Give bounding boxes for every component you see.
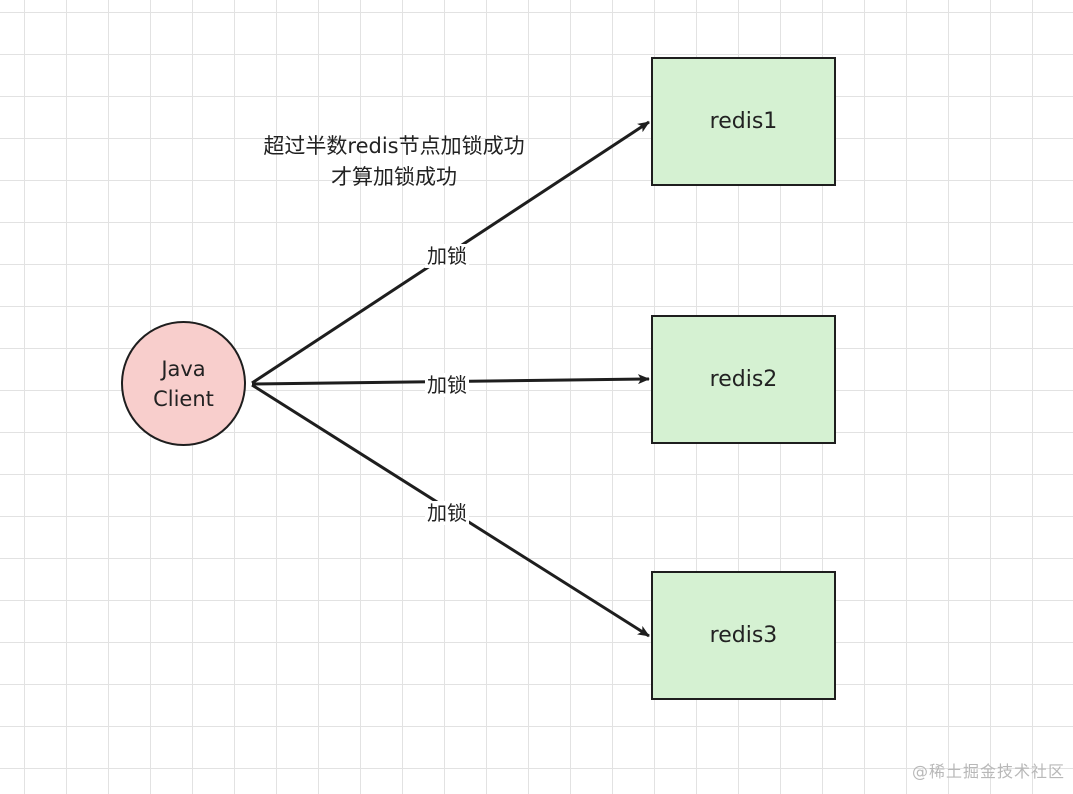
edge-label-redis2: 加锁 <box>425 373 469 397</box>
redis2-node[interactable]: redis2 <box>651 315 836 444</box>
java-client-label: Java Client <box>153 356 214 411</box>
java-client-node[interactable]: Java Client <box>121 321 246 446</box>
quorum-note: 超过半数redis节点加锁成功 才算加锁成功 <box>232 131 556 193</box>
redis2-label: redis2 <box>709 367 778 392</box>
watermark: @稀土掘金技术社区 <box>911 762 1065 781</box>
quorum-note-line2: 才算加锁成功 <box>331 165 457 189</box>
redis3-node[interactable]: redis3 <box>651 571 836 700</box>
edge-label-redis3: 加锁 <box>425 501 469 525</box>
quorum-note-line1: 超过半数redis节点加锁成功 <box>263 134 525 158</box>
edge-label-redis1: 加锁 <box>425 244 469 268</box>
redis1-node[interactable]: redis1 <box>651 57 836 186</box>
redis3-label: redis3 <box>709 623 778 648</box>
redis1-label: redis1 <box>709 109 778 134</box>
